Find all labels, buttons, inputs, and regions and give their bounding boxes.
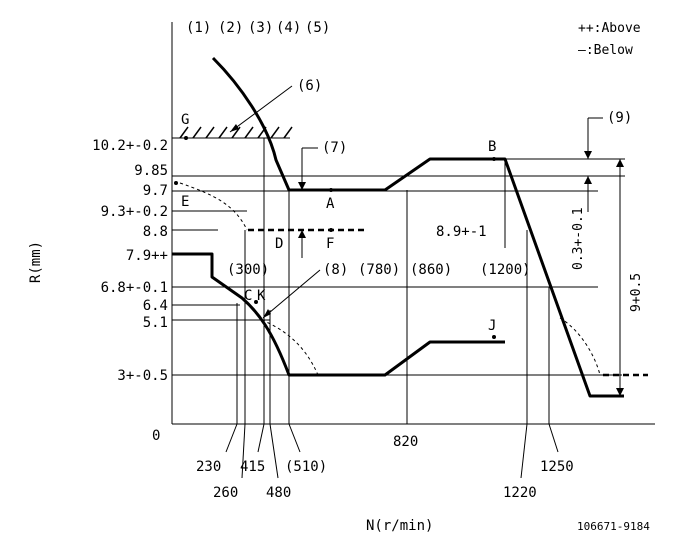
leader-6-arrow — [230, 124, 239, 132]
x-axis-label: N(r/min) — [366, 518, 433, 534]
leader-1220 — [520, 423, 528, 479]
legend-below: —:Below — [578, 43, 633, 58]
document-number: 106671-9184 — [577, 520, 650, 533]
below-curve-lower — [261, 319, 319, 376]
dim-9-arrow-top — [584, 151, 592, 159]
horizontal-reference-lines — [172, 137, 625, 376]
below-curve-right — [559, 317, 601, 376]
y-tick: 9.85 — [134, 163, 168, 179]
callout-3: (3) — [248, 20, 273, 36]
inner-label-1200: (1200) — [480, 262, 531, 278]
leader-8 — [262, 269, 321, 319]
x-tick: 1220 — [503, 485, 537, 501]
y-tick: 6.8+-0.1 — [101, 280, 168, 296]
below-curve-upper — [179, 182, 248, 231]
callout-5: (5) — [305, 20, 330, 36]
point-label-c: C — [244, 288, 252, 304]
callout-1: (1) — [186, 20, 211, 36]
upper-characteristic-curve — [211, 56, 624, 398]
y-tick-labels: 10.2+-0.2 9.85 9.7 9.3+-0.2 8.8 7.9++ 6.… — [92, 138, 168, 384]
point-a-marker — [329, 188, 333, 192]
callout-2: (2) — [218, 20, 243, 36]
callout-7-label: (7) — [322, 140, 347, 156]
x-tick: (510) — [285, 459, 327, 475]
leader-415 — [257, 423, 265, 453]
point-e-marker — [174, 181, 178, 185]
hatch-mark — [270, 126, 280, 139]
x-tick-labels-row1: 230 415 (510) 820 1250 — [196, 434, 574, 475]
leader-1250 — [548, 423, 559, 453]
point-label-e: E — [181, 194, 189, 210]
x-tick: 1250 — [540, 459, 574, 475]
hatch-mark — [192, 126, 202, 139]
point-label-f: F — [326, 236, 334, 252]
point-k-marker — [254, 300, 258, 304]
x-tick: 230 — [196, 459, 221, 475]
inner-label-780: (780) — [358, 262, 400, 278]
point-label-a: A — [326, 196, 335, 212]
hatch-mark — [283, 126, 293, 139]
point-g-marker — [184, 136, 188, 140]
callout-6-label: (6) — [297, 78, 322, 94]
hatch-mark — [244, 126, 254, 139]
dim-7-arrow-bottom — [298, 230, 306, 238]
point-label-b: B — [488, 139, 496, 155]
x-tick-labels-row2: 260 480 1220 — [213, 485, 537, 501]
inner-label-860: (860) — [410, 262, 452, 278]
x-tick: 260 — [213, 485, 238, 501]
callout-row: (1) (2) (3) (4) (5) — [186, 20, 330, 36]
y-tick: 5.1 — [143, 315, 168, 331]
leader-230 — [225, 423, 238, 453]
y-tick: 9.7 — [143, 183, 168, 199]
y-axis-label: R(mm) — [28, 241, 44, 283]
dim-large-arrow-top — [616, 159, 624, 167]
point-f-marker — [329, 228, 333, 232]
dim-large-arrow-bottom — [616, 388, 624, 396]
inner-speed-labels: (300) (780) (860) (1200) — [227, 262, 531, 278]
point-j-marker — [492, 335, 496, 339]
point-label-g: G — [181, 112, 189, 128]
y-tick: 7.9++ — [126, 248, 168, 264]
x-tick: 480 — [266, 485, 291, 501]
vertical-reference-lines — [236, 138, 550, 424]
y-tick: 6.4 — [143, 298, 168, 314]
large-dimension — [616, 159, 624, 396]
leader-6 — [229, 85, 293, 133]
x-tick-leaders — [225, 423, 559, 479]
point-label-k: K — [257, 288, 266, 304]
y-tick: 3+-0.5 — [117, 368, 168, 384]
callout-8-label: (8) — [323, 262, 348, 278]
y-tick: 9.3+-0.2 — [101, 204, 168, 220]
point-labels: G B E A D F C K J — [181, 112, 496, 334]
range-small-label: 0.3+-0.1 — [571, 207, 586, 270]
x-tick: 820 — [393, 434, 418, 450]
range-large-label: 9+0.5 — [629, 273, 644, 312]
point-label-j: J — [488, 318, 496, 334]
callout-4: (4) — [276, 20, 301, 36]
dim-9-arrow-bottom — [584, 176, 592, 184]
inner-label-300: (300) — [227, 262, 269, 278]
leader-8-arrow — [263, 309, 271, 318]
leader-510 — [288, 423, 301, 453]
mid-value-label: 8.9+-1 — [436, 224, 487, 240]
point-markers — [174, 136, 496, 339]
leader-260 — [241, 423, 246, 479]
callout-leaders: (6) (7) (8) (9) — [229, 78, 632, 319]
hatch-mark — [205, 126, 215, 139]
origin-label: 0 — [152, 428, 160, 444]
leader-480 — [269, 423, 279, 479]
y-tick: 8.8 — [143, 224, 168, 240]
hatch-mark — [179, 126, 189, 139]
dim-7-arrow-top — [298, 182, 306, 190]
point-b-marker — [492, 157, 496, 161]
legend-above: ++:Above — [578, 21, 641, 36]
callout-9-label: (9) — [607, 110, 632, 126]
y-tick: 10.2+-0.2 — [92, 138, 168, 154]
hatch-mark — [218, 126, 228, 139]
x-tick: 415 — [240, 459, 265, 475]
point-label-d: D — [275, 236, 283, 252]
lower-characteristic-curve — [172, 252, 505, 377]
